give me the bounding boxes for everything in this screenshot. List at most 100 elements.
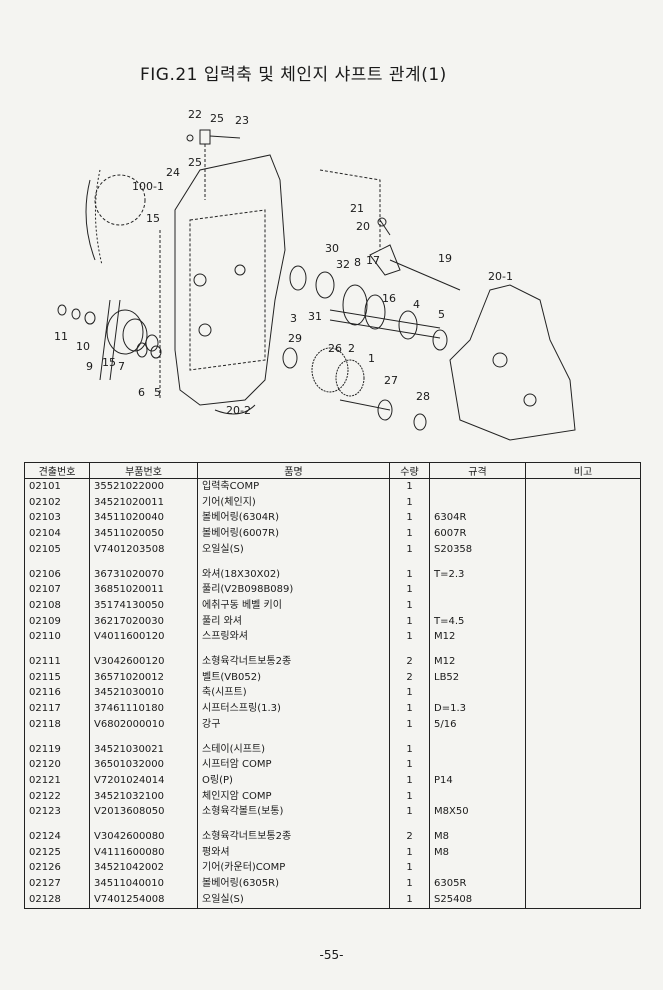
part-number-cell: 34511020040 [89,510,198,527]
spec-cell: M12 [429,654,526,670]
remarks-cell [525,494,641,511]
remarks-cell [525,741,641,758]
callout-label: 27 [384,374,398,387]
remarks-cell [525,685,641,702]
callout-label: 5 [154,386,161,399]
quantity-cell: 1 [389,597,430,614]
callout-label: 26 [328,342,342,355]
column-header: 규격 [429,462,526,479]
remarks-cell [525,629,641,646]
spec-cell: LB52 [429,669,526,686]
quantity-cell: 1 [389,788,430,805]
part-number-cell: V3042600080 [89,829,198,845]
part-number-cell: V4011600120 [89,629,198,646]
spec-cell: 6304R [429,510,526,527]
quantity-cell: 1 [389,876,430,892]
quantity-cell: 1 [389,757,430,773]
quantity-cell: 1 [389,510,430,527]
callout-label: 29 [288,332,302,345]
spec-cell: P14 [429,772,526,789]
spec-cell [429,860,526,877]
callout-label: 8 [354,256,361,269]
part-name-cell: 볼베어링(6305R) [197,876,390,892]
part-name-cell: 기어(카운터)COMP [197,860,390,877]
spacer-cell [429,820,526,830]
item-number-cell: 02105 [24,541,90,558]
item-number-cell: 02121 [24,772,90,789]
part-number-cell: 34521032100 [89,788,198,805]
part-number-cell: 36571020012 [89,669,198,686]
part-number-cell: 34511020050 [89,526,198,542]
remarks-cell [525,510,641,527]
remarks-cell [525,701,641,717]
item-number-cell: 02123 [24,804,90,821]
callout-label: 23 [235,114,249,127]
spacer-cell [197,732,390,742]
item-number-cell: 02128 [24,891,90,909]
quantity-cell: 1 [389,844,430,861]
part-name-cell: 소형육각너트보통2종 [197,654,390,670]
exploded-parts-diagram: 22 25 23 24 25 100-1 15 21 20 30 32 8 17… [54,108,576,441]
part-name-cell: 볼베어링(6007R) [197,526,390,542]
quantity-cell: 1 [389,566,430,583]
remarks-cell [525,478,641,495]
quantity-cell: 2 [389,654,430,670]
spec-cell: T=2.3 [429,566,526,583]
callout-label: 3 [290,312,297,325]
spacer-cell [89,557,198,567]
spec-cell: D=1.3 [429,701,526,717]
remarks-cell [525,566,641,583]
spacer-cell [389,732,430,742]
part-number-cell: V7401254008 [89,891,198,909]
spec-cell [429,757,526,773]
part-number-cell: 36501032000 [89,757,198,773]
quantity-cell: 1 [389,494,430,511]
quantity-cell: 1 [389,741,430,758]
remarks-cell [525,804,641,821]
table-header-row: 견출번호 부품번호 품명 수량 규격 비고 [24,462,641,479]
part-name-cell: 소형육각볼트(보통) [197,804,390,821]
callout-label: 2 [348,342,355,355]
spacer-cell [24,820,90,830]
part-number-cell: V4111600080 [89,844,198,861]
page-number: -55- [319,948,344,962]
column-header: 품명 [197,462,390,479]
spec-cell: T=4.5 [429,613,526,630]
part-name-cell: 풀리 와셔 [197,613,390,630]
quantity-cell: 1 [389,478,430,495]
spec-cell [429,478,526,495]
spacer-cell [197,820,390,830]
part-number-cell: V3042600120 [89,654,198,670]
remarks-cell [525,541,641,558]
item-number-cell: 02126 [24,860,90,877]
part-name-cell: 에취구동 베벨 키이 [197,597,390,614]
remarks-cell [525,844,641,861]
spacer-cell [525,820,641,830]
part-name-cell: 입력축COMP [197,478,390,495]
spec-cell: M8 [429,829,526,845]
spacer-cell [89,732,198,742]
spec-cell [429,494,526,511]
group-spacer-row [24,732,641,742]
spacer-cell [24,732,90,742]
part-name-cell: 시프터스프링(1.3) [197,701,390,717]
part-number-cell: 36731020070 [89,566,198,583]
spacer-cell [389,645,430,655]
spec-cell: S25408 [429,891,526,909]
item-number-cell: 02125 [24,844,90,861]
item-number-cell: 02127 [24,876,90,892]
spacer-cell [429,732,526,742]
part-number-cell: 35174130050 [89,597,198,614]
group-spacer-row [24,645,641,655]
part-number-cell: 34511040010 [89,876,198,892]
remarks-cell [525,860,641,877]
callout-label: 1 [368,352,375,365]
callout-label: 30 [325,242,339,255]
item-number-cell: 02103 [24,510,90,527]
